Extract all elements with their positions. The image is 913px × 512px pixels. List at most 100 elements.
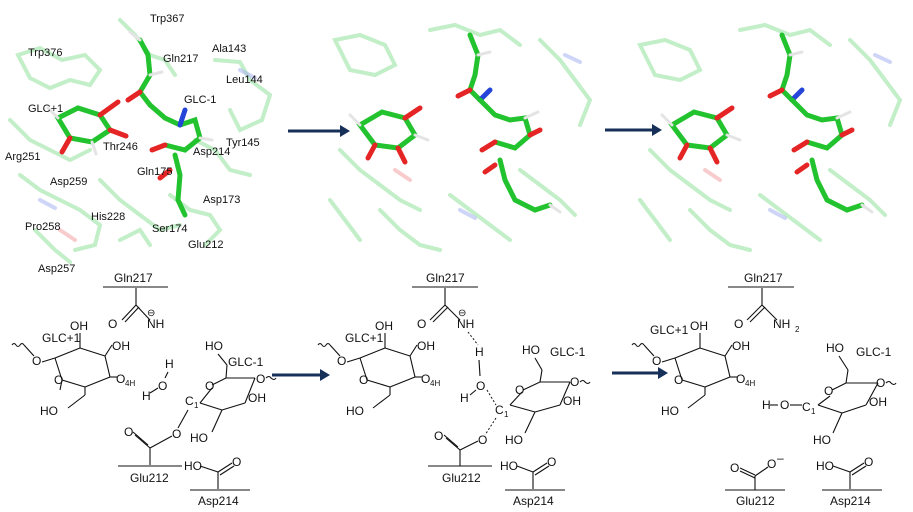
water-h2-1: H — [142, 389, 151, 403]
label-trp376: Trp376 — [28, 47, 62, 59]
label-asp259: Asp259 — [50, 176, 87, 188]
glc-minus1-label-2: GLC-1 — [550, 345, 586, 359]
background-residues-2 — [328, 22, 593, 252]
o-glu-2: O — [478, 433, 487, 447]
structure-panel-1: Trp367 Trp376 Ala143 Gln217 Leu144 GLC+1… — [5, 13, 273, 275]
o-c1-3: O — [780, 398, 789, 412]
ligand-sticks-2 — [348, 32, 562, 214]
charge-1: ⊖ — [147, 308, 155, 319]
scheme-stage-2: Gln217 O NH ⊖ H O H GLC+1 GLC+1 O O OH O… — [317, 271, 591, 508]
glc-plus1-label-2: GLC+1 — [345, 331, 384, 345]
background-residues — [8, 18, 273, 264]
o4h-1: O — [116, 372, 125, 386]
amide-nh-2: NH — [457, 317, 474, 331]
label-trp367: Trp367 — [150, 13, 184, 25]
o4h-2: O — [421, 372, 430, 386]
c1-3: C — [802, 400, 811, 414]
arrow-top-2-head — [652, 124, 662, 136]
label-gln175: Gln175 — [137, 166, 172, 178]
oh-3c: OH — [869, 395, 887, 409]
ho-asp-2: HO — [500, 459, 518, 473]
ho-1b: HO — [205, 339, 223, 353]
o-link-3: O — [652, 354, 661, 368]
glc1-o-link-2: O — [570, 375, 579, 389]
c1-sub-3: 1 — [811, 407, 816, 416]
glc-ring-o-1: O — [54, 373, 63, 387]
label-leu144: Leu144 — [226, 74, 263, 86]
label-glc-minus1: GLC-1 — [184, 94, 216, 106]
o-link-1: O — [32, 354, 41, 368]
c1-2: C — [495, 403, 504, 417]
glc1-ring-o-3: O — [824, 384, 833, 398]
c1-1: C — [185, 394, 194, 408]
amide-nh2-sub-3: 2 — [795, 325, 800, 334]
oh-2b: OH — [417, 339, 435, 353]
gln217-label-2: Gln217 — [426, 271, 465, 285]
glc-ring-o-2: O — [359, 373, 368, 387]
water-o-1: O — [158, 379, 167, 393]
glc-ring-o-3: O — [674, 373, 683, 387]
o-glu-minus-3: O — [767, 457, 776, 471]
o4h-3: O — [736, 372, 745, 386]
arrow-top-1-head — [340, 125, 350, 137]
oh-1a: OH — [70, 319, 88, 333]
label-gln217: Gln217 — [163, 53, 198, 65]
oh-3a: OH — [690, 319, 708, 333]
ho-3a: HO — [661, 404, 679, 418]
ho-c1-3: H — [762, 398, 771, 412]
o-asp-2: O — [547, 455, 556, 469]
amide-nh-1: NH — [147, 317, 164, 331]
ho-2c: HO — [505, 433, 523, 447]
water-h1-1: H — [165, 357, 174, 371]
water-o-2: O — [476, 379, 485, 393]
glu212-label-3: Glu212 — [736, 494, 775, 508]
h-bridge-2: H — [475, 345, 484, 359]
o-asp-1: O — [232, 455, 241, 469]
ho-3c: HO — [813, 433, 831, 447]
glc1-o-link-1: O — [256, 372, 265, 386]
c1-sub-1: 1 — [194, 401, 199, 410]
oh-2a: OH — [375, 319, 393, 333]
label-ala143: Ala143 — [212, 43, 246, 55]
c1-sub-2: 1 — [504, 410, 509, 419]
o4h-sub-3: 4H — [745, 379, 755, 388]
glc1-ring-o-1: O — [205, 379, 214, 393]
ho-1a: HO — [40, 404, 58, 418]
oh-3b: OH — [732, 339, 750, 353]
o-glu-carbonyl-3: O — [730, 461, 739, 475]
ligand-sticks — [46, 30, 214, 218]
ho-asp-3: HO — [816, 459, 834, 473]
glc-minus1-label-3: GLC-1 — [856, 345, 892, 359]
o-glu-carbonyl-1: O — [124, 425, 133, 439]
label-asp173: Asp173 — [203, 194, 240, 206]
label-tyr145: Tyr145 — [226, 137, 260, 149]
label-arg251: Arg251 — [5, 151, 40, 163]
glc-plus1-label-1: GLC+1 — [42, 331, 81, 345]
scheme-stage-3: Gln217 O NH 2 GLC+1 O O OH OH O 4H HO GL… — [631, 271, 897, 508]
arrow-bottom-1-head — [320, 369, 330, 381]
o-glu-carbonyl-2: O — [434, 429, 443, 443]
o4h-sub-2: 4H — [430, 379, 440, 388]
amide-o-1: O — [108, 317, 117, 331]
structure-panel-2 — [328, 22, 593, 252]
label-glu212: Glu212 — [188, 239, 223, 251]
label-asp257: Asp257 — [38, 263, 75, 275]
label-pro258: Pro258 — [25, 221, 60, 233]
glc1-o-link-3: O — [876, 376, 885, 390]
glu-minus-sign-3: – — [777, 451, 784, 465]
glc-minus1-label-1: GLC-1 — [228, 355, 264, 369]
gln217-label-1: Gln217 — [114, 271, 153, 285]
label-glc-plus1: GLC+1 — [28, 103, 63, 115]
amide-o-2: O — [417, 317, 426, 331]
background-residues-3 — [637, 22, 903, 252]
glc1-ring-o-2: O — [515, 383, 524, 397]
oh-1c: OH — [248, 391, 266, 405]
ho-3b: HO — [826, 341, 844, 355]
ho-2a: HO — [346, 404, 364, 418]
arrow-bottom-2-head — [658, 367, 668, 379]
gln217-label-3: Gln217 — [744, 271, 783, 285]
oh-2c: OH — [563, 394, 581, 408]
o-asp-3: O — [864, 455, 873, 469]
label-his228: His228 — [91, 211, 125, 223]
